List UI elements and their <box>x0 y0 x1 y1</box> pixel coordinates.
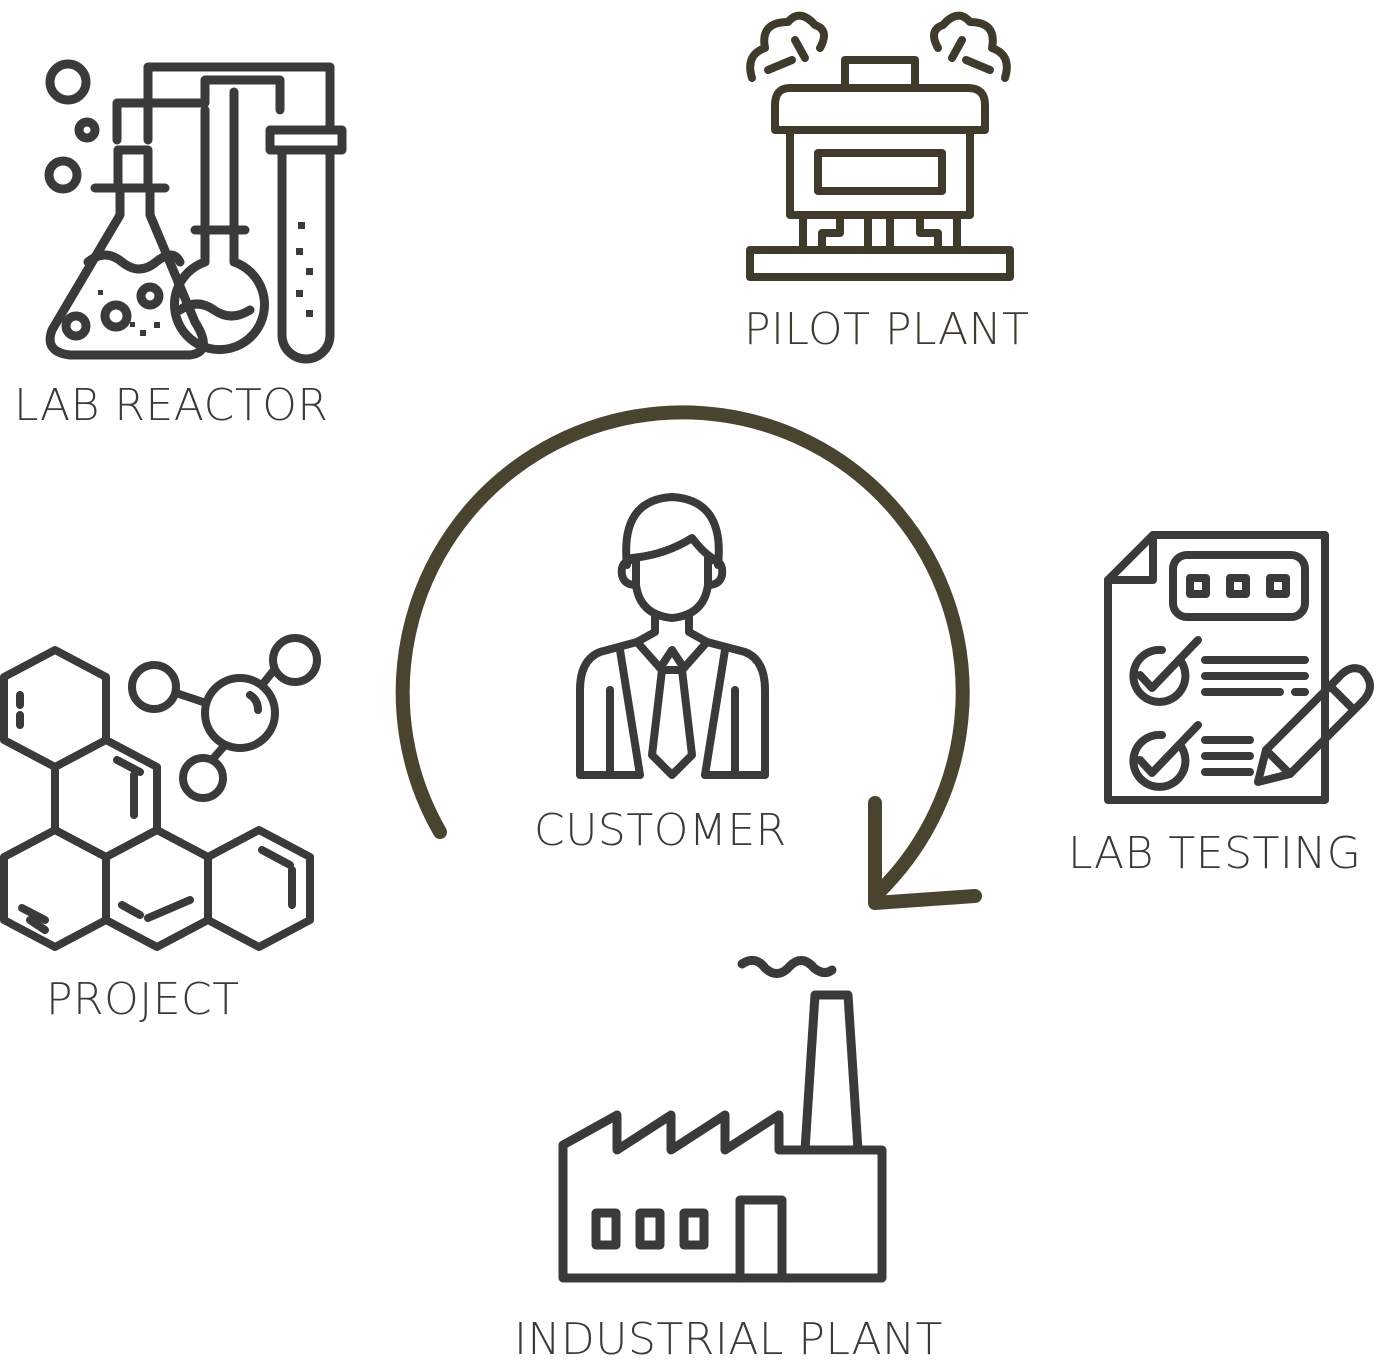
molecule-icon <box>0 634 321 951</box>
circular-arrow-icon <box>395 405 982 910</box>
customer-icon <box>576 493 769 779</box>
industrial-plant-label: INDUSTRIAL PLANT <box>514 1314 943 1365</box>
lab-testing-label: LAB TESTING <box>1068 828 1362 879</box>
factory-icon <box>558 955 887 1283</box>
lab-reactor-label: LAB REACTOR <box>14 380 329 431</box>
lab-testing-icon <box>1104 531 1374 804</box>
lab-reactor-icon <box>44 59 347 364</box>
pilot-plant-label: PILOT PLANT <box>744 304 1030 355</box>
customer-label: CUSTOMER <box>534 805 787 856</box>
project-label: PROJECT <box>46 974 240 1025</box>
pilot-plant-icon <box>746 11 1014 281</box>
